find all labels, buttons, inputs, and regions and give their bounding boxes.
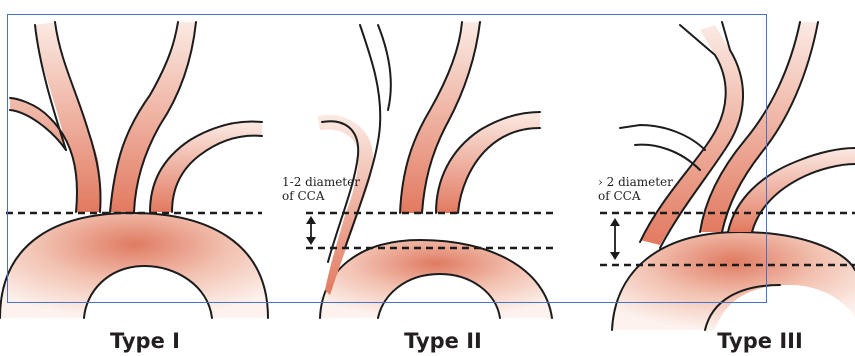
type-2-distance-arrow [306,216,316,245]
type-3-aortic-arch [612,232,855,330]
type-2-panel: 1-2 diameter of CCA [282,22,557,318]
type-3-distance-arrow [610,218,620,260]
type-1-caption: Type I [110,329,180,353]
type-3-note-line-2: of CCA [598,189,641,203]
type-1-panel [0,22,268,318]
type-3-caption: Type III [717,329,803,353]
type-3-note-line-1: › 2 diameter [598,175,673,189]
type-2-note-line-2: of CCA [282,189,325,203]
type-2-aortic-arch [320,240,552,318]
type-2-note-line-1: 1-2 diameter [282,175,360,189]
type-1-left-common-carotid [110,22,196,212]
type-2-left-subclavian [436,112,540,213]
type-3-panel: › 2 diameter of CCA [598,22,855,330]
type-2-caption: Type II [404,329,482,353]
